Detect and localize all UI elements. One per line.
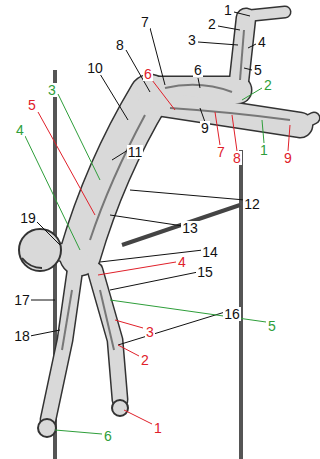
callout-number: 4: [15, 123, 25, 137]
callout-number: 2: [207, 17, 217, 31]
callout-number: 6: [193, 63, 203, 77]
crossbar: [122, 205, 240, 245]
leader-lines-black: [30, 12, 256, 345]
callout-number: 4: [257, 35, 267, 49]
callout-number: 14: [201, 245, 219, 259]
callout-number: 9: [200, 121, 210, 135]
callout-number: 8: [232, 151, 242, 165]
head: [19, 229, 61, 271]
callout-number: 7: [140, 15, 150, 29]
callout-number: 3: [187, 33, 197, 47]
callout-number: 5: [253, 63, 263, 77]
callout-number: 1: [223, 3, 233, 17]
callout-number: 11: [127, 145, 144, 159]
hand: [38, 419, 56, 437]
callout-number: 9: [283, 151, 293, 165]
callout-number: 4: [177, 255, 187, 269]
callout-number: 3: [47, 83, 57, 97]
body-fill: [48, 12, 314, 420]
leader-lines-red: [38, 80, 290, 424]
hand: [112, 400, 128, 416]
callout-number: 2: [263, 78, 273, 92]
callout-number: 1: [259, 143, 269, 157]
callout-number: 18: [13, 329, 31, 343]
muscle-lines: [62, 30, 290, 350]
callout-number: 10: [86, 61, 104, 75]
callout-number: 3: [145, 325, 155, 339]
callout-number: 15: [196, 265, 214, 279]
callout-number: 2: [140, 353, 150, 367]
callout-number: 1: [153, 421, 163, 435]
callout-number: 5: [27, 98, 37, 112]
callout-number: 5: [267, 319, 277, 333]
callout-number: 6: [103, 429, 113, 443]
callout-number: 19: [19, 211, 37, 225]
callout-number: 7: [216, 145, 226, 159]
callout-number: 8: [115, 38, 125, 52]
callout-number: 13: [181, 221, 199, 235]
face-line: [22, 258, 42, 268]
callout-number: 6: [143, 67, 153, 81]
leader-lines-green: [25, 88, 266, 434]
callout-number: 16: [223, 307, 241, 321]
callout-number: 12: [243, 197, 261, 211]
body-outline: [48, 12, 314, 420]
callout-number: 17: [13, 293, 31, 307]
